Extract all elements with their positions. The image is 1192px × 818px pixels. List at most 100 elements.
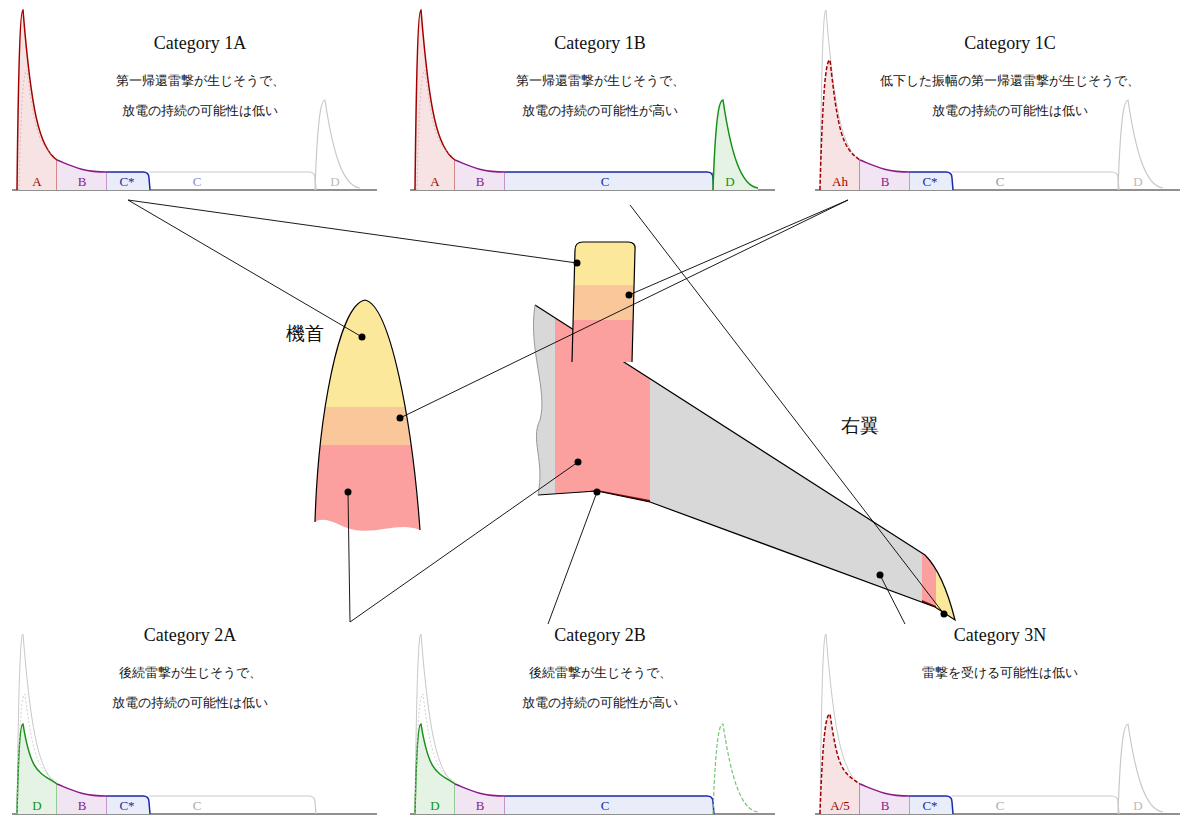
- waveform-stroke: [820, 10, 860, 190]
- waveform-stroke: [415, 634, 455, 814]
- waveform-stroke: [415, 724, 455, 814]
- segment-letter: C: [601, 175, 610, 189]
- segment-letter: C: [996, 799, 1005, 813]
- segment-letter: C*: [119, 175, 134, 189]
- segment-letter: B: [476, 175, 485, 189]
- waveform-stroke: [17, 10, 57, 190]
- category-panel: Category 1C 低下した振幅の第一帰還雷撃が生じそうで、 放電の持続の可能…: [860, 33, 1160, 126]
- waveform-stroke: [57, 160, 107, 190]
- segment-letter: A/5: [830, 799, 850, 813]
- category-panel: Category 2A後続雷撃が生じそうで、 放電の持続の可能性は低い: [65, 625, 315, 718]
- segment-letter: C*: [922, 175, 937, 189]
- segment-letter: A: [430, 175, 439, 189]
- waveform-stroke: [57, 784, 107, 796]
- waveform-stroke: [57, 160, 107, 172]
- segment-letter: C*: [119, 799, 134, 813]
- waveform-stroke: [455, 160, 505, 172]
- segment-letter: D: [725, 175, 734, 189]
- category-description: 第一帰還雷撃が生じそうで、 放電の持続の可能性は低い: [75, 66, 325, 126]
- waveform-stroke: [820, 714, 860, 814]
- waveforms: [12, 10, 1180, 814]
- waveform-stroke: [820, 60, 860, 190]
- waveform-stroke: [820, 60, 860, 190]
- waveform-stroke: [57, 784, 107, 814]
- category-panel: Category 1A 第一帰還雷撃が生じそうで、 放電の持続の可能性は低い: [75, 33, 325, 126]
- waveform-stroke: [149, 796, 316, 814]
- category-description: 後続雷撃が生じそうで、 放電の持続の可能性は低い: [65, 658, 315, 718]
- segment-letter: C*: [922, 799, 937, 813]
- waveform-stroke: [415, 10, 455, 190]
- waveform-stroke: [17, 724, 57, 814]
- waveform-stroke: [505, 172, 714, 190]
- segment-letter: D: [430, 799, 439, 813]
- segment-letter: B: [78, 799, 87, 813]
- waveform-stroke: [315, 100, 360, 190]
- wing-outline: [520, 290, 970, 630]
- waveform-stroke: [713, 172, 714, 190]
- segment-letter: D: [32, 799, 41, 813]
- waveform-stroke: [415, 724, 455, 814]
- fin-outline: [565, 235, 645, 370]
- waveform-stroke: [455, 160, 505, 190]
- segment-letter: B: [881, 799, 890, 813]
- waveform-stroke: [713, 100, 758, 190]
- category-panel: Category 1B第一帰還雷撃が生じそうで、 放電の持続の可能性が高い: [475, 33, 725, 126]
- waveform-stroke: [860, 784, 910, 814]
- category-description: 低下した振幅の第一帰還雷撃が生じそうで、 放電の持続の可能性は低い: [860, 66, 1160, 126]
- segment-letter: C: [193, 175, 202, 189]
- segment-letter: C: [193, 799, 202, 813]
- waveform-stroke: [17, 10, 57, 190]
- waveform-stroke: [910, 172, 953, 190]
- waveform-stroke: [17, 634, 57, 814]
- waveform-stroke: [415, 10, 455, 190]
- waveform-stroke: [417, 70, 455, 190]
- waveform-stroke: [713, 724, 758, 814]
- waveform-stroke: [860, 784, 910, 796]
- category-title: Category 1B: [475, 33, 725, 54]
- segment-letter: D: [1133, 175, 1142, 189]
- waveform-stroke: [19, 70, 57, 190]
- waveform-stroke: [910, 796, 953, 814]
- waveform-stroke: [455, 784, 505, 814]
- waveform-stroke: [107, 172, 150, 190]
- category-title: Category 1A: [75, 33, 325, 54]
- waveform-stroke: [952, 796, 1119, 814]
- segment-letter: B: [476, 799, 485, 813]
- waveform-stroke: [910, 172, 953, 190]
- waveform-stroke: [820, 714, 860, 814]
- segment-letter: B: [78, 175, 87, 189]
- segment-letter: B: [881, 175, 890, 189]
- waveform-stroke: [107, 796, 150, 814]
- waveform-stroke: [505, 796, 714, 814]
- waveform-stroke: [415, 694, 455, 814]
- waveform-stroke: [505, 172, 714, 190]
- waveform-stroke: [1118, 724, 1163, 814]
- segment-letter: Ah: [832, 175, 848, 189]
- waveform-stroke: [1118, 100, 1163, 190]
- waveform-stroke: [505, 796, 714, 814]
- waveform-stroke: [910, 796, 953, 814]
- waveform-stroke: [107, 172, 150, 190]
- category-description: 雷撃を受ける可能性は低い: [875, 658, 1125, 688]
- waveform-stroke: [17, 694, 57, 814]
- waveform-stroke: [860, 160, 910, 172]
- point-dots: [345, 260, 948, 618]
- waveform-stroke: [107, 796, 150, 814]
- waveform-stroke: [17, 724, 57, 814]
- waveform-stroke: [952, 172, 1119, 190]
- category-title: Category 3N: [875, 625, 1125, 646]
- segment-letter: D: [330, 175, 339, 189]
- waveform-stroke: [860, 160, 910, 190]
- category-description: 後続雷撃が生じそうで、 放電の持続の可能性が高い: [475, 658, 725, 718]
- leader-lines: [128, 200, 944, 624]
- segment-letter: C: [996, 175, 1005, 189]
- part-name: 機首: [286, 326, 324, 340]
- category-panel: Category 3N 雷撃を受ける可能性は低い: [875, 625, 1125, 688]
- category-title: Category 2B: [475, 625, 725, 646]
- segment-letter: A: [32, 175, 41, 189]
- waveform-stroke: [455, 784, 505, 796]
- category-title: Category 1C: [860, 33, 1160, 54]
- waveform-stroke: [713, 100, 758, 190]
- category-panel: Category 2B 後続雷撃が生じそうで、 放電の持続の可能性が高い: [475, 625, 725, 718]
- waveform-stroke: [820, 634, 860, 814]
